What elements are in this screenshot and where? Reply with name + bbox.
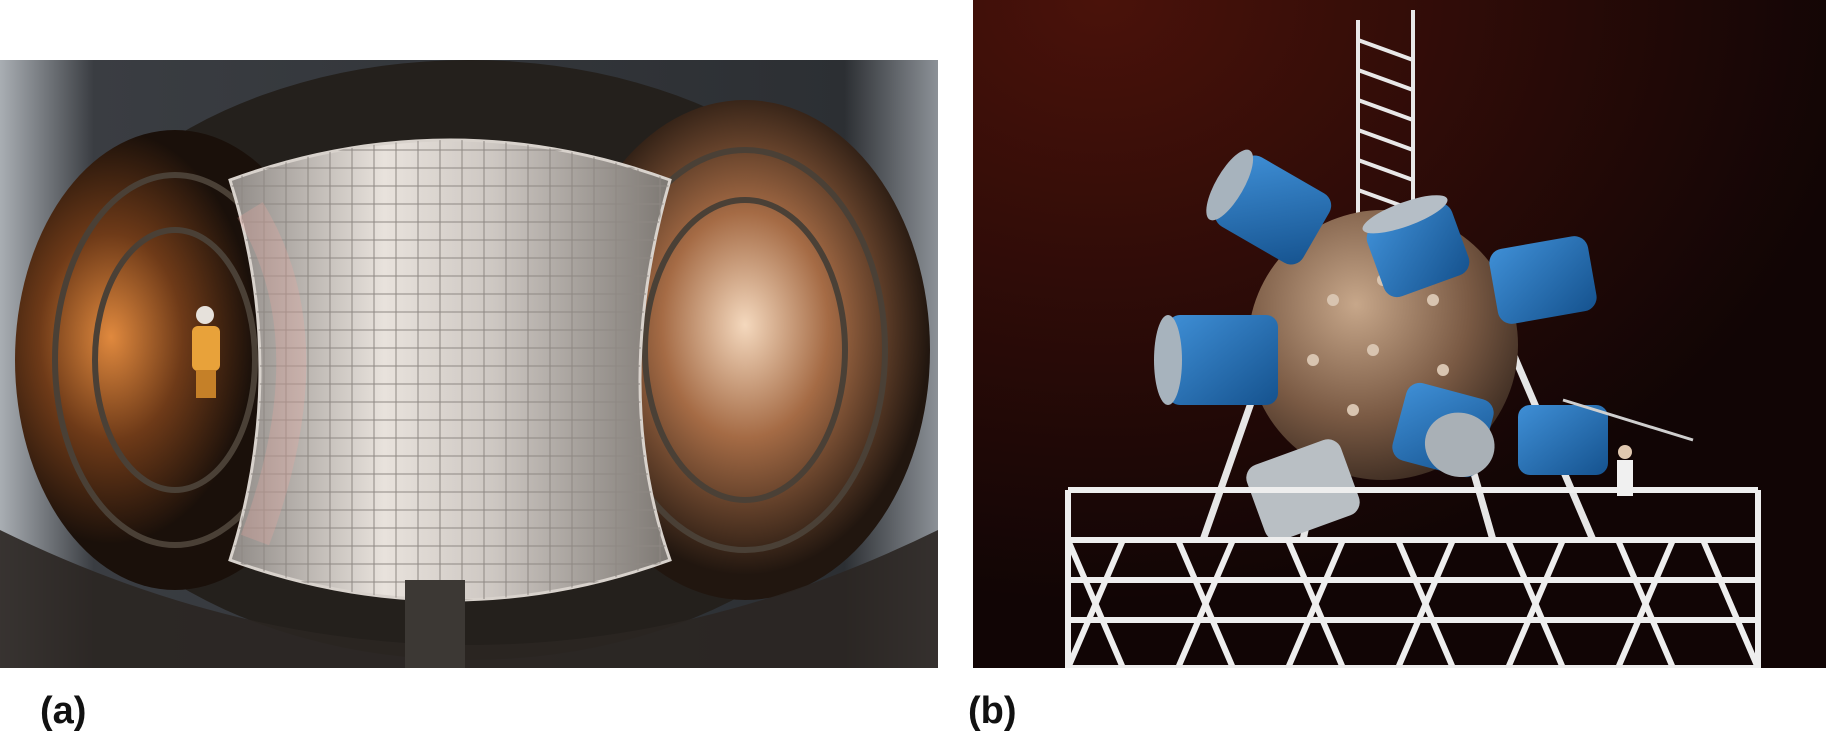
panel-label-b: (b) <box>968 690 1017 732</box>
platform-truss <box>1065 487 1761 668</box>
target-chamber-photo <box>973 0 1826 668</box>
photo-panel-b <box>973 0 1826 668</box>
tokamak-interior-photo <box>0 60 938 668</box>
worker-figure <box>192 306 220 398</box>
beam-ports <box>1154 149 1608 541</box>
technician-figure <box>1617 445 1633 496</box>
photo-panel-a <box>0 60 938 668</box>
panel-label-a: (a) <box>40 690 87 732</box>
